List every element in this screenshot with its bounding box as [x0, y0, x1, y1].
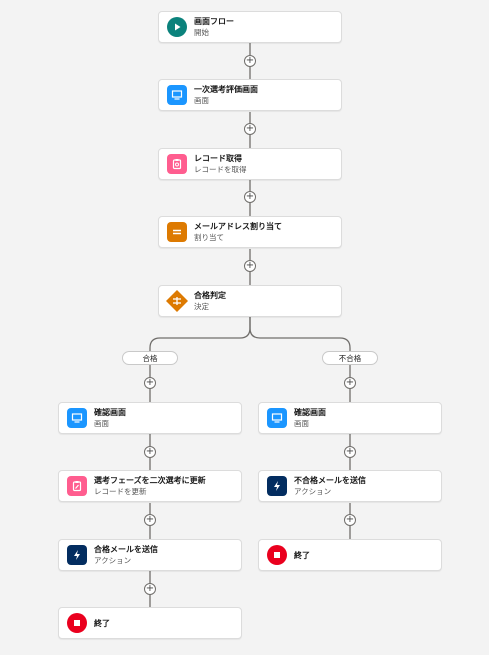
node-subtitle: レコードを更新	[94, 487, 147, 496]
node-title: 合格判定	[194, 291, 226, 300]
get-records-node[interactable]: レコード取得 レコードを取得	[158, 148, 342, 180]
node-title: 終了	[94, 618, 110, 628]
equals-icon	[167, 222, 187, 242]
monitor-icon	[67, 408, 87, 428]
node-subtitle: 決定	[194, 302, 209, 311]
node-subtitle: アクション	[294, 487, 332, 496]
monitor-icon	[167, 85, 187, 105]
node-title: 確認画面	[294, 408, 326, 417]
node-title: 合格メールを送信	[94, 545, 158, 554]
node-title: 終了	[294, 550, 310, 560]
node-subtitle: アクション	[94, 556, 132, 565]
node-subtitle: 画面	[294, 419, 309, 428]
action-node-fail-mail[interactable]: 不合格メールを送信 アクション	[258, 470, 442, 502]
node-subtitle: 画面	[94, 419, 109, 428]
clipboard-icon	[167, 154, 187, 174]
node-subtitle: レコードを取得	[194, 165, 247, 174]
stop-icon	[267, 545, 287, 565]
node-title: 一次選考評価画面	[194, 85, 258, 94]
add-element-button[interactable]: +	[144, 446, 156, 458]
decision-node[interactable]: 合格判定 決定	[158, 285, 342, 317]
branch-label-pass[interactable]: 合格	[122, 351, 178, 365]
node-subtitle: 割り当て	[194, 233, 224, 242]
branch-label-fail[interactable]: 不合格	[322, 351, 378, 365]
bolt-icon	[67, 545, 87, 565]
add-element-button[interactable]: +	[144, 514, 156, 526]
stop-icon	[67, 613, 87, 633]
add-element-button[interactable]: +	[144, 583, 156, 595]
node-title: 画面フロー	[194, 17, 234, 26]
screen-node-evaluation[interactable]: 一次選考評価画面 画面	[158, 79, 342, 111]
clipboard-edit-icon	[67, 476, 87, 496]
add-element-button[interactable]: +	[344, 446, 356, 458]
bolt-icon	[267, 476, 287, 496]
node-title: 不合格メールを送信	[294, 476, 366, 485]
action-node-pass-mail[interactable]: 合格メールを送信 アクション	[58, 539, 242, 571]
add-element-button[interactable]: +	[244, 260, 256, 272]
add-element-button[interactable]: +	[244, 55, 256, 67]
node-subtitle: 画面	[194, 96, 209, 105]
update-records-node[interactable]: 選考フェーズを二次選考に更新 レコードを更新	[58, 470, 242, 502]
add-element-button[interactable]: +	[344, 514, 356, 526]
screen-node-confirm-pass[interactable]: 確認画面 画面	[58, 402, 242, 434]
monitor-icon	[267, 408, 287, 428]
node-title: レコード取得	[194, 154, 242, 163]
start-node[interactable]: 画面フロー 開始	[158, 11, 342, 43]
node-subtitle: 開始	[194, 28, 209, 37]
add-element-button[interactable]: +	[144, 377, 156, 389]
end-node-pass[interactable]: 終了	[58, 607, 242, 639]
add-element-button[interactable]: +	[244, 191, 256, 203]
node-title: 選考フェーズを二次選考に更新	[94, 476, 206, 485]
screen-node-confirm-fail[interactable]: 確認画面 画面	[258, 402, 442, 434]
end-node-fail[interactable]: 終了	[258, 539, 442, 571]
add-element-button[interactable]: +	[344, 377, 356, 389]
node-title: 確認画面	[94, 408, 126, 417]
node-title: メールアドレス割り当て	[194, 222, 282, 231]
play-icon	[167, 17, 187, 37]
assignment-node[interactable]: メールアドレス割り当て 割り当て	[158, 216, 342, 248]
decision-diamond-icon	[165, 289, 189, 313]
add-element-button[interactable]: +	[244, 123, 256, 135]
